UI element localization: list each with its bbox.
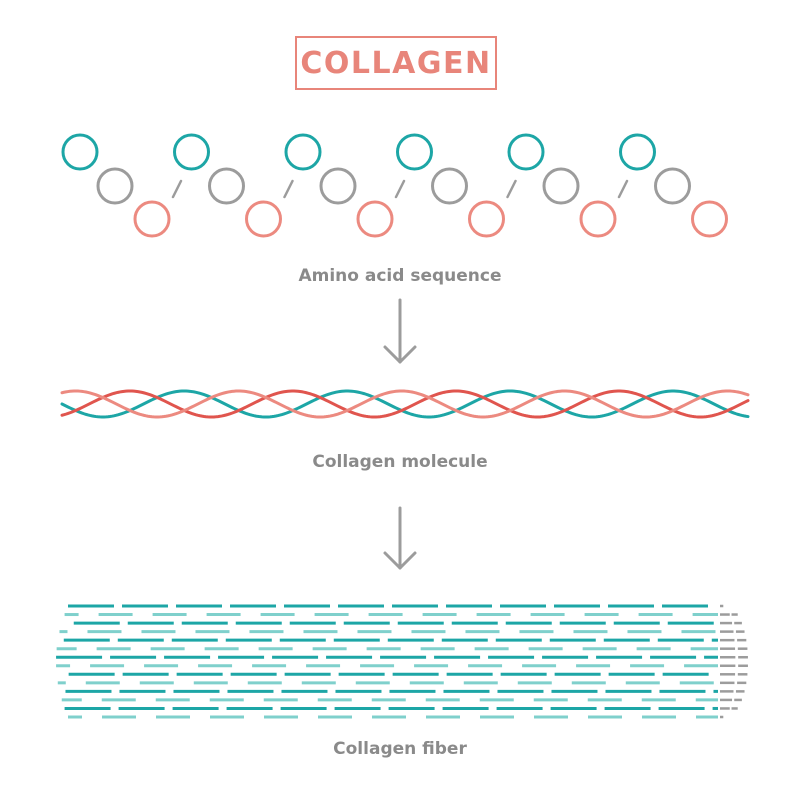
arrow-head (383, 551, 417, 570)
collagen-molecule-helix (60, 389, 750, 419)
peptide-bond (394, 179, 406, 199)
peptide-bond (617, 179, 629, 199)
peptide-bond (283, 179, 294, 199)
arrow-down-icon (383, 298, 417, 364)
arrow-down-icon (383, 506, 417, 570)
collagen-fiber-label: Collagen fiber (333, 739, 467, 759)
teal-residue (619, 133, 656, 171)
gray-residue (319, 167, 357, 205)
teal-strand (60, 389, 750, 419)
gray-residue (431, 167, 468, 205)
teal-residue (61, 133, 99, 171)
teal-residue (284, 133, 322, 171)
salmon-residue (356, 200, 394, 238)
gray-residue (542, 167, 580, 205)
teal-residue (396, 133, 433, 171)
title-box: COLLAGEN (295, 36, 497, 90)
gray-residue (208, 167, 245, 205)
collagen-molecule-label: Collagen molecule (312, 452, 488, 472)
gray-residue (96, 167, 134, 205)
peptide-bond (506, 179, 517, 199)
peptide-bond (171, 179, 183, 199)
page-title: COLLAGEN (300, 45, 492, 81)
salmon-residue (691, 200, 728, 238)
salmon-residue (133, 200, 171, 238)
amino-acid-sequence-label: Amino acid sequence (298, 266, 502, 286)
amino-acid-sequence (61, 133, 728, 238)
gray-residue (654, 167, 691, 205)
salmon-residue (468, 200, 505, 238)
arrow-head (383, 345, 417, 364)
teal-residue (173, 133, 210, 171)
salmon-residue (245, 200, 282, 238)
teal-residue (507, 133, 545, 171)
salmon-residue (579, 200, 617, 238)
salmon-strand (60, 389, 750, 419)
red-strand (60, 389, 750, 419)
collagen-fiber (56, 604, 748, 719)
